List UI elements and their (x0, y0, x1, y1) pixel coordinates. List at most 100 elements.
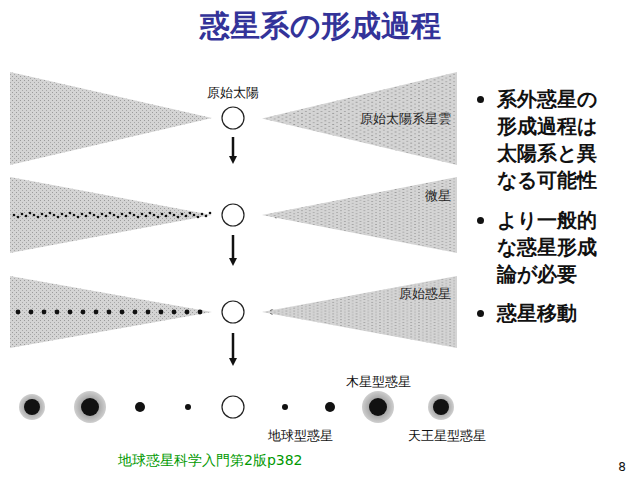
dot (189, 212, 192, 215)
dot (161, 213, 164, 216)
bullet-dot (477, 310, 484, 317)
wedge-label: 微星 (425, 187, 451, 205)
slide-title: 惑星系の形成過程 (0, 6, 640, 47)
dot (198, 310, 203, 315)
dot (146, 310, 151, 315)
dot (41, 213, 44, 216)
dot (85, 215, 88, 218)
dot (69, 212, 72, 215)
sun-circle (222, 107, 244, 129)
dot (94, 310, 99, 315)
dot (97, 216, 100, 219)
dot (93, 214, 96, 217)
dot (153, 214, 156, 217)
dot (107, 310, 112, 315)
dot (13, 214, 16, 217)
dot (29, 310, 34, 315)
sun-label: 原始太陽 (207, 84, 259, 102)
planet (369, 398, 387, 416)
dot (68, 310, 73, 315)
dot (193, 214, 196, 217)
dot (101, 213, 104, 216)
dot (37, 216, 40, 219)
planet (135, 402, 145, 412)
dot (25, 215, 28, 218)
dot (129, 212, 132, 215)
sun-circle (222, 396, 244, 418)
dot (205, 215, 208, 218)
dot (181, 213, 184, 216)
dot (120, 310, 125, 315)
wedge-label: 原始惑星 (399, 285, 451, 303)
planet (185, 404, 191, 410)
dot (49, 212, 52, 215)
bullet-dot (477, 96, 484, 103)
sun-circle (222, 301, 244, 323)
planet (325, 402, 335, 412)
bullet-text: 惑星移動 (497, 300, 609, 327)
dot (172, 310, 177, 315)
page-number: 8 (618, 460, 626, 474)
bullet-dot (477, 217, 484, 224)
dot (117, 216, 120, 219)
planet-type-label: 天王星型惑星 (408, 427, 486, 445)
dot (201, 213, 204, 216)
dot (17, 216, 20, 219)
dot (33, 214, 36, 217)
dot (133, 310, 138, 315)
dot (45, 215, 48, 218)
dot (55, 310, 60, 315)
dot (185, 310, 190, 315)
nebula-wedge (10, 177, 212, 253)
dot (77, 216, 80, 219)
dot (177, 216, 180, 219)
planet-halo (74, 391, 106, 423)
source-caption: 地球惑星科学入門第2版p382 (118, 452, 303, 470)
dot (209, 212, 212, 215)
dot (109, 212, 112, 215)
dot (42, 310, 47, 315)
nebula-wedge-node: 原始太陽系星雲 (262, 72, 457, 165)
dot (165, 215, 168, 218)
dot (145, 215, 148, 218)
dot (157, 216, 160, 219)
dot (89, 212, 92, 215)
planet (433, 399, 449, 415)
dot (159, 310, 164, 315)
planet (24, 399, 40, 415)
stage-arrow (232, 235, 235, 262)
dot (133, 214, 136, 217)
stage-arrow (232, 333, 235, 362)
planet-halo (428, 394, 454, 420)
bullet-text: より一般的な惑星形成論が必要 (497, 207, 609, 288)
dot (173, 214, 176, 217)
planet (282, 404, 288, 410)
dot (169, 212, 172, 215)
stage-arrow (232, 137, 235, 160)
nebula-wedge-node: 原始惑星 (262, 276, 457, 348)
dot (57, 216, 60, 219)
dot (65, 215, 68, 218)
nebula-wedge (10, 72, 212, 165)
dot (73, 214, 76, 217)
dot (16, 310, 21, 315)
bullet-text: 系外惑星の形成過程は太陽系と異なる可能性 (497, 86, 609, 194)
dot (105, 215, 108, 218)
planet-halo (362, 391, 394, 423)
dot (125, 215, 128, 218)
dot (185, 215, 188, 218)
dot (141, 213, 144, 216)
dot (197, 216, 200, 219)
planet-type-label: 地球型惑星 (268, 427, 333, 445)
dot (121, 213, 124, 216)
nebula-wedge-node: 微星 (262, 177, 457, 253)
dot (137, 216, 140, 219)
sun-circle (222, 204, 244, 226)
wedge-label: 原始太陽系星雲 (360, 110, 451, 128)
planet-type-label: 木星型惑星 (346, 373, 411, 391)
dot (81, 310, 86, 315)
planet-halo (19, 394, 45, 420)
dot (21, 213, 24, 216)
dot (81, 213, 84, 216)
dot (61, 213, 64, 216)
